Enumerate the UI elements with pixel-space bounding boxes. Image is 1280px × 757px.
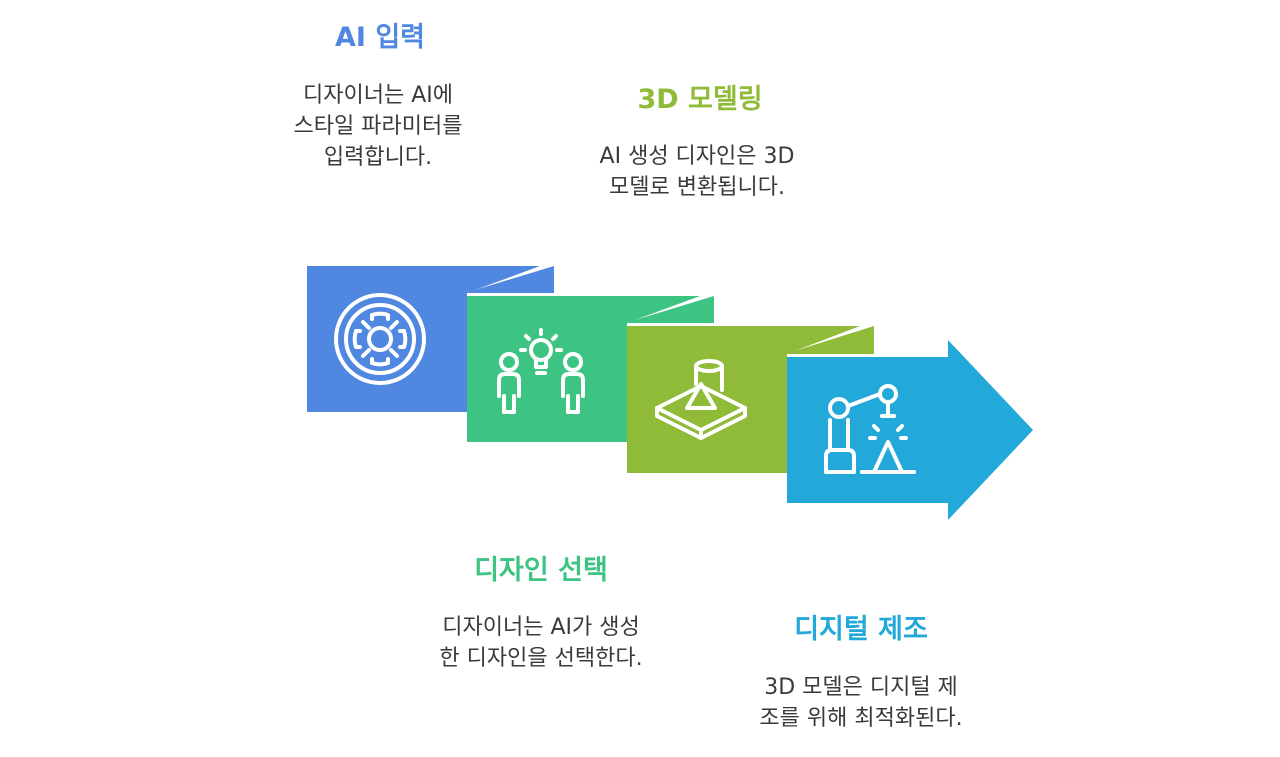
step-description: 3D 모델은 디지털 제 조를 위해 최적화된다.: [759, 675, 963, 731]
arrow-shape: [787, 340, 1033, 520]
step-title: AI 입력: [334, 22, 426, 53]
panel-fold: [785, 326, 874, 354]
robot-arm-icon: [824, 384, 916, 474]
3d-shapes-icon: [655, 359, 747, 440]
step-description: 디자이너는 AI가 생성 한 디자인을 선택한다.: [439, 615, 643, 671]
step-description: 디자이너는 AI에 스타일 파라미터를 입력합니다.: [293, 83, 463, 170]
panel-fold: [625, 296, 714, 323]
panel-fold: [465, 266, 554, 293]
panel-design-selection: [467, 296, 714, 442]
step-title: 디자인 선택: [474, 555, 608, 586]
panel-3d-modeling: [627, 326, 874, 473]
step-title: 디지털 제조: [794, 614, 928, 645]
people-idea-icon: [497, 328, 585, 414]
steering-wheel-icon: [334, 293, 426, 385]
panel-digital-manufacturing: [787, 340, 1033, 520]
step-title: 3D 모델링: [637, 84, 763, 115]
step-description: AI 생성 디자인은 3D 모델로 변환됩니다.: [599, 144, 795, 200]
panel-shape: [467, 296, 700, 442]
panel-shape: [627, 326, 860, 473]
